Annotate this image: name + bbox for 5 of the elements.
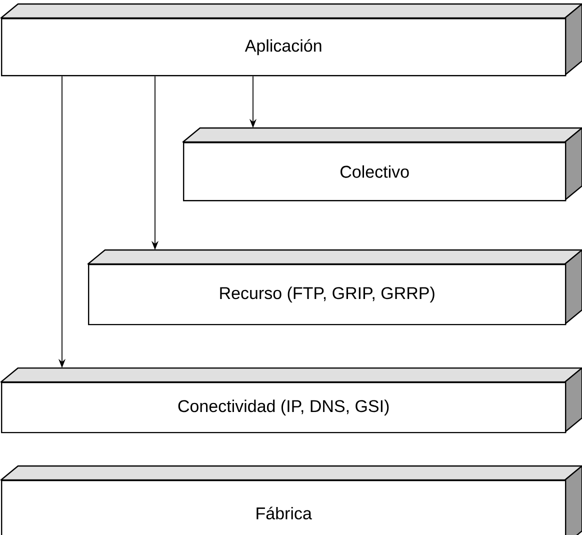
layer-box: Aplicación <box>0 3 582 76</box>
layer-box: Conectividad (IP, DNS, GSI) <box>0 367 582 434</box>
layer-box: Fábrica <box>0 465 582 535</box>
layer-box: Recurso (FTP, GRIP, GRRP) <box>87 249 582 326</box>
layer-box: Colectivo <box>182 127 582 202</box>
